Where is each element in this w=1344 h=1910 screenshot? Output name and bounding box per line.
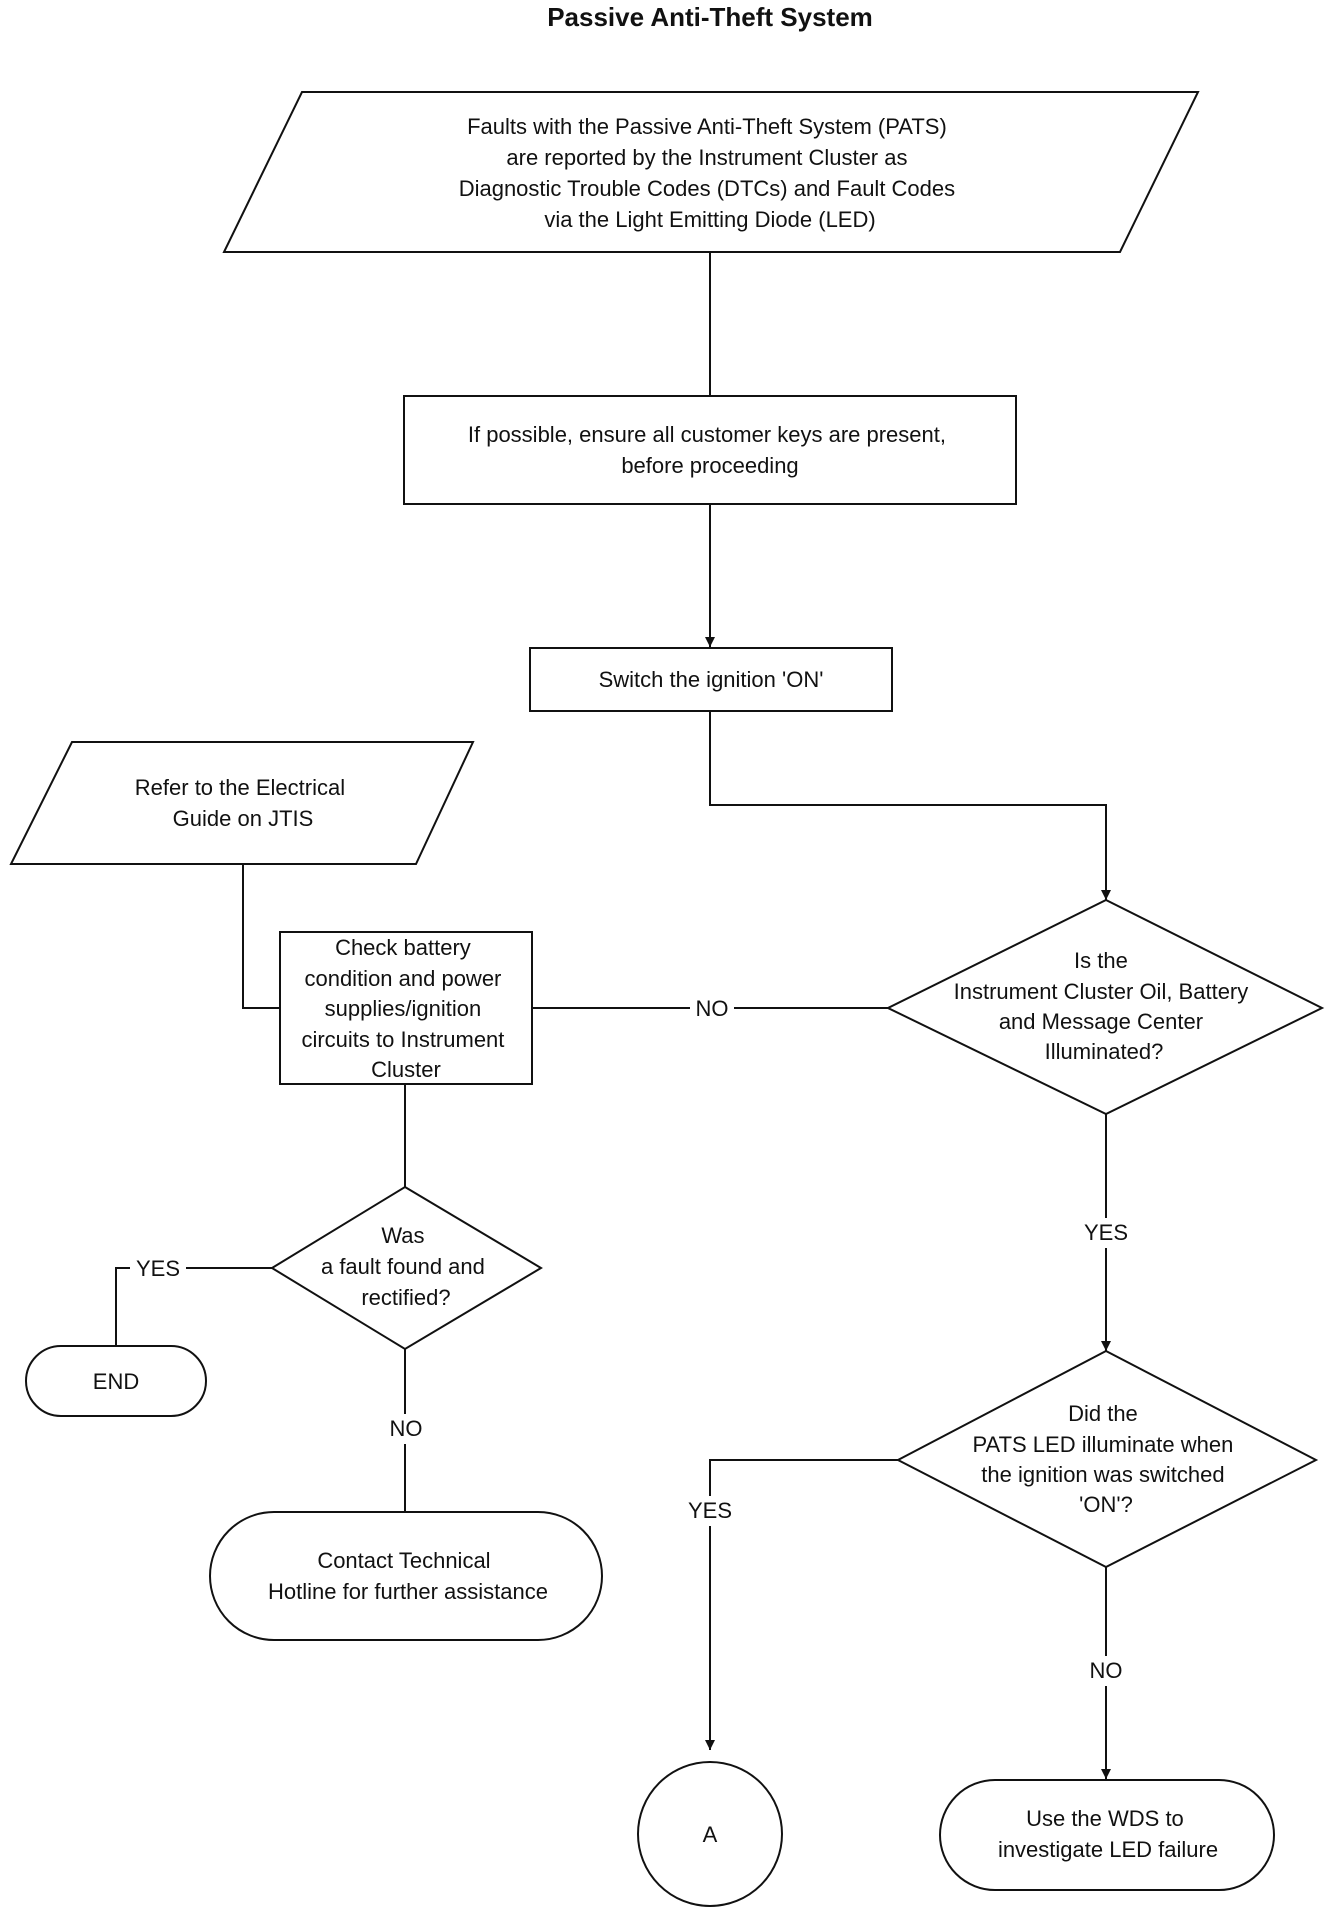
edge-label-no-fault: NO — [390, 1416, 423, 1441]
edge-refer-check — [242, 864, 282, 1009]
contact-terminator-node: Contact Technical Hotline for further as… — [209, 1511, 603, 1641]
edge-qled-yes-a — [705, 1459, 898, 1750]
edge-label-yes-fault: YES — [136, 1256, 180, 1281]
cluster-decision-node: Is the Instrument Cluster Oil, Battery a… — [885, 898, 1325, 1116]
edge-qfault-yes-end — [115, 1267, 272, 1346]
fault-decision-text: Was a fault found and rectified? — [321, 1223, 491, 1310]
wds-terminator-node: Use the WDS to investigate LED failure — [939, 1779, 1275, 1891]
intro-io-node: Faults with the Passive Anti-Theft Syste… — [222, 91, 1200, 253]
edge-label-no-cluster: NO — [696, 996, 729, 1021]
led-decision-text: Did the PATS LED illuminate when the ign… — [973, 1401, 1240, 1517]
connector-a-text: A — [703, 1822, 718, 1847]
cluster-decision-text: Is the Instrument Cluster Oil, Battery a… — [954, 948, 1255, 1064]
keys-process-node: If possible, ensure all customer keys ar… — [403, 395, 1017, 505]
led-decision-node: Did the PATS LED illuminate when the ign… — [895, 1349, 1319, 1569]
diagram-title: Passive Anti-Theft System — [547, 2, 873, 32]
keys-text: If possible, ensure all customer keys ar… — [468, 422, 952, 478]
refer-text: Refer to the Electrical Guide on JTIS — [135, 775, 351, 831]
edge-ignition-qcluster — [709, 711, 1111, 900]
edge-labels: NO YES YES NO YES NO — [130, 994, 1136, 1686]
wds-text: Use the WDS to investigate LED failure — [998, 1806, 1218, 1862]
contact-text: Contact Technical Hotline for further as… — [268, 1548, 548, 1604]
end-terminator-node: END — [25, 1345, 207, 1417]
edge-label-yes-cluster: YES — [1084, 1220, 1128, 1245]
refer-io-node: Refer to the Electrical Guide on JTIS — [9, 741, 475, 865]
ignition-text: Switch the ignition 'ON' — [599, 667, 824, 692]
edge-label-yes-led: YES — [688, 1498, 732, 1523]
edge-label-no-led: NO — [1090, 1658, 1123, 1683]
intro-text: Faults with the Passive Anti-Theft Syste… — [459, 114, 962, 232]
fault-decision-node: Was a fault found and rectified? — [270, 1185, 543, 1351]
end-text: END — [93, 1369, 139, 1394]
check-battery-text: Check battery condition and power suppli… — [301, 935, 510, 1082]
ignition-process-node: Switch the ignition 'ON' — [529, 647, 893, 712]
connector-a-node: A — [637, 1761, 783, 1907]
check-battery-process-node: Check battery condition and power suppli… — [279, 931, 533, 1085]
